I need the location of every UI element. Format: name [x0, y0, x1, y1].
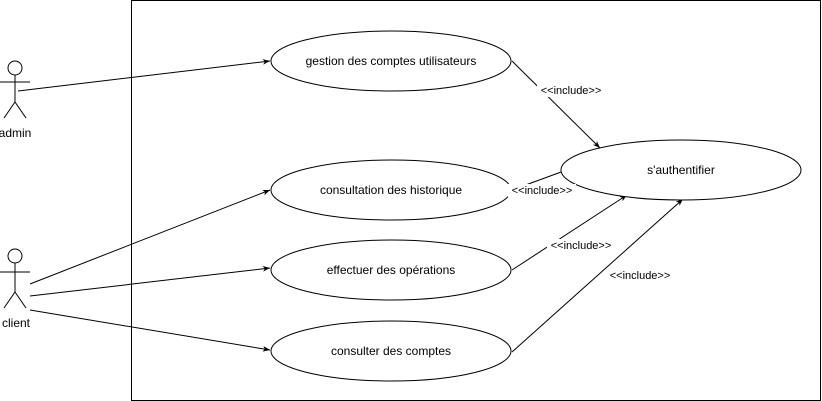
use-case-comptes	[270, 320, 512, 382]
actor-client-head	[7, 248, 23, 264]
include-label-historique: <<include>>	[508, 184, 576, 197]
svg-text:<<include>>: <<include>>	[541, 85, 602, 97]
use-case-operations-label: effectuer des opérations	[327, 263, 456, 277]
actor-admin-label: admin	[0, 126, 31, 140]
include-label-operations: <<include>>	[547, 239, 615, 252]
association-client-comptes	[29, 309, 271, 352]
association-client-operations	[29, 266, 271, 297]
use-case-gestion-label: gestion des comptes utilisateurs	[306, 54, 477, 68]
use-case-historique-label: consultation des historique	[320, 183, 462, 197]
include-line-operations	[511, 194, 628, 271]
actor-client: client	[0, 248, 31, 330]
actor-admin-head	[7, 60, 23, 76]
include-label-comptes: <<include>>	[606, 269, 674, 282]
use-case-gestion	[270, 30, 512, 92]
use-case-operations	[270, 239, 512, 301]
use-case-auth	[560, 139, 802, 201]
include-line-comptes	[511, 198, 684, 353]
association-admin-gestion	[17, 59, 271, 92]
use-case-auth-label: s'authentifier	[647, 163, 715, 177]
svg-text:<<include>>: <<include>>	[610, 270, 671, 282]
svg-text:<<include>>: <<include>>	[551, 240, 612, 252]
include-label-gestion: <<include>>	[537, 84, 605, 97]
actor-admin: admin	[0, 60, 31, 140]
actor-client-label: client	[2, 316, 31, 330]
association-client-historique	[29, 189, 271, 285]
svg-text:<<include>>: <<include>>	[512, 185, 573, 197]
use-case-comptes-label: consulter des comptes	[331, 344, 451, 358]
include-line-gestion	[511, 60, 601, 149]
